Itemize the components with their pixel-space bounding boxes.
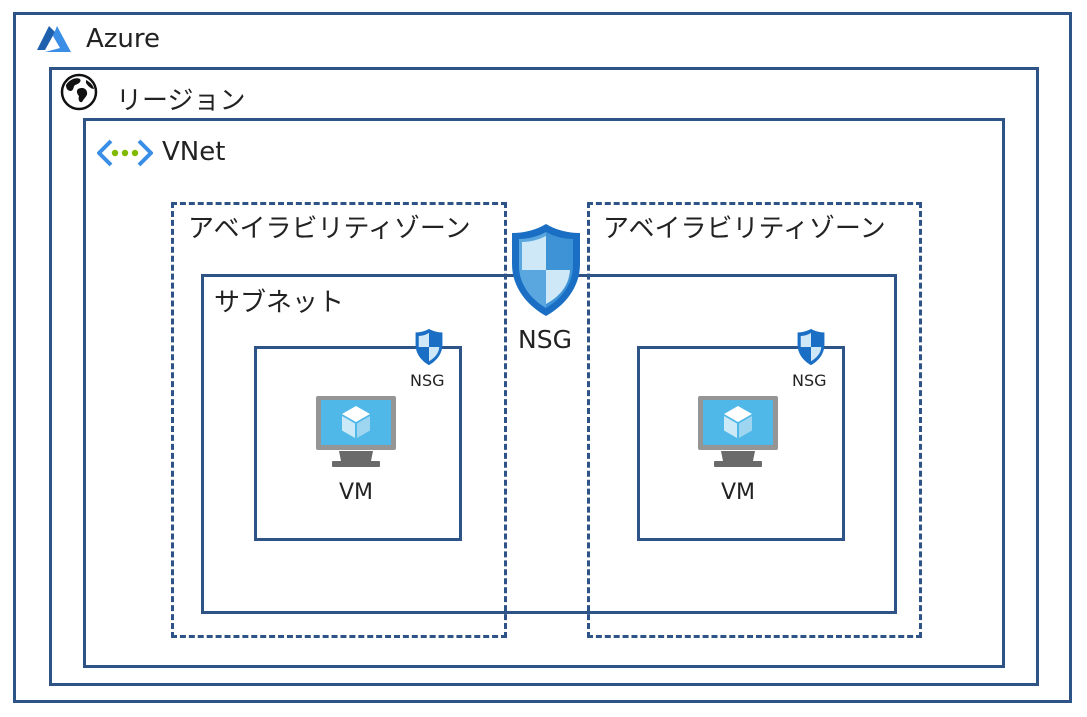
vm-nsg-label-left: NSG: [410, 371, 445, 390]
availability-zone-right: [587, 202, 922, 638]
azure-container: [13, 12, 1072, 703]
shield-icon: [415, 328, 443, 366]
availability-zone-right-label: アベイラビリティゾーン: [603, 214, 886, 244]
subnet-nsg-label: NSG: [518, 325, 572, 354]
azure-logo-icon: [37, 26, 71, 52]
availability-zone-left-label: アベイラビリティゾーン: [188, 214, 471, 244]
vm-monitor-icon: [316, 396, 396, 467]
vm-label-right: VM: [720, 480, 756, 505]
subnet-label: サブネット: [214, 288, 345, 318]
vm-label-left: VM: [338, 480, 374, 505]
availability-zone-left: [171, 202, 507, 638]
vnet-icon: [97, 139, 153, 167]
region-label: リージョン: [116, 86, 246, 116]
vm-box-left: [254, 346, 462, 541]
shield-icon: [512, 224, 580, 316]
region-container: [49, 67, 1039, 686]
vm-monitor-icon: [698, 396, 778, 467]
vm-nsg-label-right: NSG: [792, 371, 827, 390]
globe-icon: [60, 73, 98, 111]
vm-box-right: [637, 346, 845, 541]
vnet-container: [83, 118, 1005, 668]
vnet-label: VNet: [162, 137, 226, 167]
azure-label: Azure: [86, 24, 161, 54]
shield-icon: [797, 328, 825, 366]
